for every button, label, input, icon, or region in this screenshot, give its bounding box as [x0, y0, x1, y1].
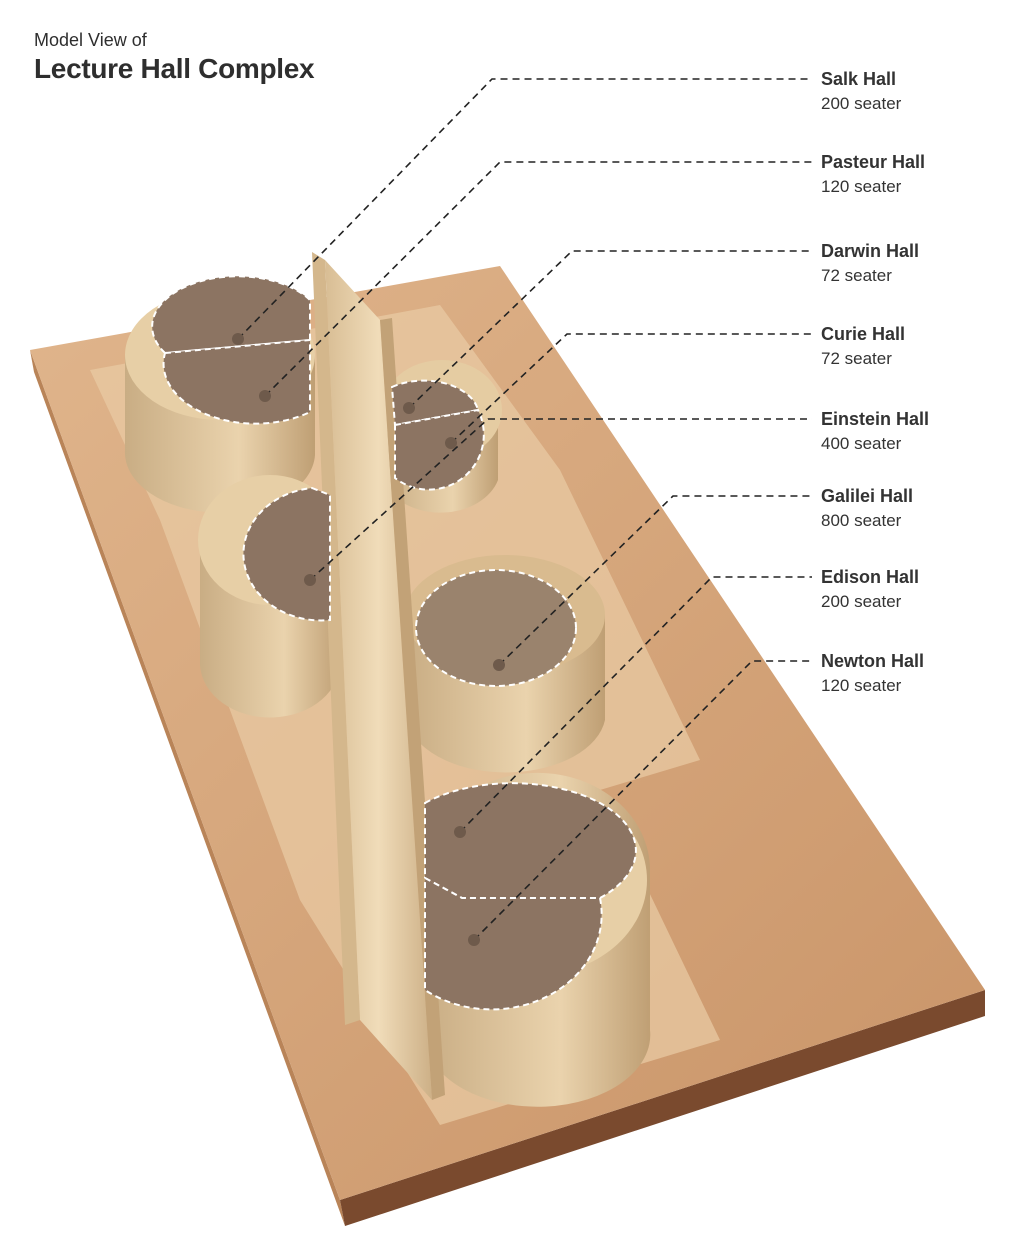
- leader-line-newton-hall: [473, 660, 812, 941]
- leader-line-galilei-hall: [498, 495, 812, 666]
- anchor-dot-galilei-hall: [493, 659, 505, 671]
- hall-name-newton-hall: Newton Hall: [821, 651, 924, 671]
- base-board-side: [30, 350, 345, 1226]
- page-subtitle: Model View of: [34, 30, 147, 50]
- hall-capacity-curie-hall: 72 seater: [821, 349, 892, 368]
- anchor-dot-darwin-hall: [403, 402, 415, 414]
- leader-line-darwin-hall: [408, 250, 812, 409]
- hall-name-pasteur-hall: Pasteur Hall: [821, 152, 925, 172]
- leader-line-einstein-hall: [309, 418, 812, 581]
- hall-capacity-edison-hall: 200 seater: [821, 592, 902, 611]
- hall-name-galilei-hall: Galilei Hall: [821, 486, 913, 506]
- hall-capacity-einstein-hall: 400 seater: [821, 434, 902, 453]
- floor-einstein: [242, 486, 331, 622]
- hall-capacity-salk-hall: 200 seater: [821, 94, 902, 113]
- anchor-dot-edison-hall: [454, 826, 466, 838]
- leader-line-salk-hall: [237, 78, 812, 340]
- anchor-dot-newton-hall: [468, 934, 480, 946]
- hall-capacity-newton-hall: 120 seater: [821, 676, 902, 695]
- floor-curie: [394, 408, 485, 491]
- floor-darwin: [390, 379, 480, 427]
- hall-name-darwin-hall: Darwin Hall: [821, 241, 919, 261]
- spine-left-wall: [312, 252, 360, 1025]
- leader-line-edison-hall: [459, 576, 812, 833]
- spine-walkway: [325, 260, 432, 1100]
- anchor-dot-curie-hall: [445, 437, 457, 449]
- anchor-dot-einstein-hall: [304, 574, 316, 586]
- floor-salk: [151, 275, 311, 355]
- hall-capacity-galilei-hall: 800 seater: [821, 511, 902, 530]
- leader-line-pasteur-hall: [264, 161, 812, 397]
- floor-galilei: [415, 569, 577, 687]
- floor-edison: [424, 782, 637, 899]
- hall-capacity-darwin-hall: 72 seater: [821, 266, 892, 285]
- title-block: Model View of Lecture Hall Complex: [34, 30, 315, 85]
- hall-floors: [151, 275, 637, 1011]
- leader-lines: [237, 78, 812, 941]
- hall-capacity-pasteur-hall: 120 seater: [821, 177, 902, 196]
- anchor-dot-pasteur-hall: [259, 390, 271, 402]
- base-board-front: [340, 990, 985, 1226]
- page-title: Lecture Hall Complex: [34, 53, 315, 84]
- anchor-dot-salk-hall: [232, 333, 244, 345]
- anchor-dots: [232, 333, 505, 946]
- floor-newton: [424, 876, 603, 1011]
- hall-name-edison-hall: Edison Hall: [821, 567, 919, 587]
- hall-name-salk-hall: Salk Hall: [821, 69, 896, 89]
- leader-line-curie-hall: [450, 333, 812, 444]
- hall-name-einstein-hall: Einstein Hall: [821, 409, 929, 429]
- floor-pasteur: [162, 338, 311, 425]
- hall-name-curie-hall: Curie Hall: [821, 324, 905, 344]
